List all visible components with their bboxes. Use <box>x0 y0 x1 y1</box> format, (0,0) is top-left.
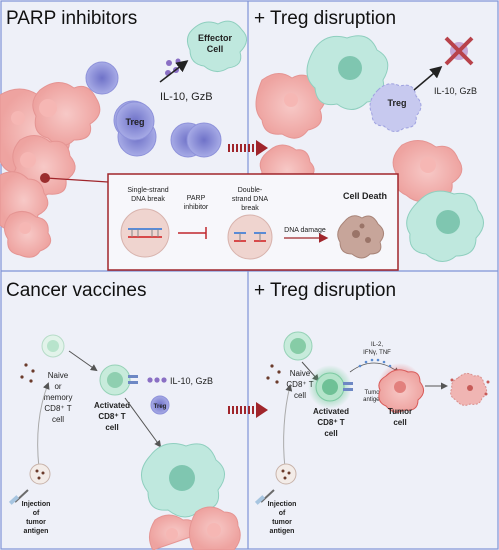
naive-label-br-2: CD8⁺ T <box>286 380 313 389</box>
injection-label-bl-1: Injection <box>22 501 51 508</box>
panel-title-parp: PARP inhibitors <box>6 8 137 29</box>
arrow-activated-to-macrophage <box>124 397 162 448</box>
naive-cd8-cell-br <box>283 331 313 361</box>
naive-label-3: memory <box>44 393 73 402</box>
naive-label-1: Naive <box>48 371 69 380</box>
tumor-cell-label-1: Tumor <box>388 407 412 416</box>
injection-label-bl-2: of <box>33 510 40 517</box>
naive-label-4: CD8⁺ T <box>44 404 71 413</box>
tumor-cell-label-2: cell <box>393 418 406 427</box>
naive-label-br-3: cell <box>294 391 306 400</box>
panel-title-treg-disruption-bottom: + Treg disruption <box>254 280 396 301</box>
injection-antigen-bl <box>8 382 51 505</box>
macrophage-bottom-right-top <box>406 190 484 262</box>
injection-label-bl-4: antigen <box>24 528 49 535</box>
transition-arrow-bottom <box>228 402 268 418</box>
blocked-effector <box>444 36 474 66</box>
activated-label-br-1: Activated <box>313 407 349 416</box>
ssb-dna-icon <box>128 228 162 238</box>
macrophage-bl <box>141 443 225 518</box>
dsb-dna-icon <box>234 232 266 242</box>
cytokine-dots-bl <box>147 377 167 383</box>
tumor-cell-br <box>378 363 424 413</box>
target-tumor-nucleus <box>40 173 50 183</box>
tumor-cluster-top-left <box>0 82 101 258</box>
disrupted-treg: Treg <box>369 83 422 132</box>
inhibition-icon <box>178 227 207 239</box>
dead-cell-icon <box>337 215 384 259</box>
cytokines-label-br-2: IFNγ, TNF <box>363 350 391 356</box>
injection-label-br-1: Injection <box>268 501 297 508</box>
treg-label-bl: Treg <box>154 404 167 410</box>
treg-label: Treg <box>125 117 144 127</box>
dsb-label-1: Double- <box>238 187 263 194</box>
tumor-antigen-label-br-2: antigen <box>363 397 383 403</box>
naive-label-br-1: Naive <box>290 369 311 378</box>
cytokines-label-br-1: IL-2, <box>371 342 383 348</box>
dsb-cell <box>227 214 273 260</box>
cell-death-label: Cell Death <box>343 191 387 201</box>
activated-label-br-2: CD8⁺ T <box>317 418 344 427</box>
naive-label-2: or <box>54 382 61 391</box>
naive-cd8-cell-bl <box>41 334 65 358</box>
treg-cell-bl: Treg <box>150 395 170 415</box>
activated-cd8-cell-br <box>308 365 353 409</box>
naive-label-5: cell <box>52 415 64 424</box>
effector-cell: Effector Cell <box>186 20 247 72</box>
antigen-dots-bl <box>20 363 35 383</box>
parp-label-2: inhibitor <box>184 204 209 211</box>
injection-label-br-4: antigen <box>270 528 295 535</box>
zoom-line <box>45 177 109 183</box>
dna-damage-label: DNA damage <box>284 227 326 234</box>
dsb-label-3: break <box>241 205 259 212</box>
panel-title-vaccines: Cancer vaccines <box>6 280 146 301</box>
mechanism-inset: Single-strand DNA break PARP inhibitor D… <box>107 173 399 271</box>
treg-cell <box>115 101 155 141</box>
treg-label-disrupted: Treg <box>387 98 406 108</box>
injection-label-br-2: of <box>279 510 286 517</box>
injection-label-br-3: tumor <box>272 519 292 526</box>
effector-cell-label-1: Effector <box>198 33 233 43</box>
cytokines-label-top-left: IL-10, GzB <box>160 91 213 103</box>
arrow-to-effector <box>159 60 189 83</box>
parp-label-1: PARP <box>187 195 206 202</box>
dsb-label-2: strand DNA <box>232 196 269 203</box>
panel-title-treg-disruption-top: + Treg disruption <box>254 8 396 29</box>
lysed-tumor-cell <box>450 372 490 406</box>
antigen-dots-br <box>266 364 281 384</box>
activated-cd8-cell-bl <box>99 364 138 396</box>
activated-label-1: Activated <box>94 401 130 410</box>
tumor-antigen-label-br-1: Tumor <box>364 390 381 396</box>
ssb-label-2: DNA break <box>131 196 165 203</box>
effector-cell-label-2: Cell <box>207 44 224 54</box>
activated-label-3: cell <box>105 423 118 432</box>
ssb-cell <box>120 208 170 258</box>
arrow-to-effector-blocked <box>413 66 443 91</box>
activated-label-2: CD8⁺ T <box>98 412 125 421</box>
x-mark-2 <box>444 36 474 66</box>
tumor-cells-bl <box>149 506 241 550</box>
cytokines-label-top-right: IL-10, GzB <box>434 86 477 96</box>
arrow-naive-to-activated-bl <box>68 350 98 372</box>
injection-label-bl-3: tumor <box>26 519 46 526</box>
cytokines-label-bl: IL-10, GzB <box>170 376 213 386</box>
injection-antigen-br <box>254 384 297 505</box>
activated-label-br-3: cell <box>324 429 337 438</box>
ssb-label-1: Single-strand <box>127 187 168 194</box>
transition-arrow-top <box>228 140 268 156</box>
